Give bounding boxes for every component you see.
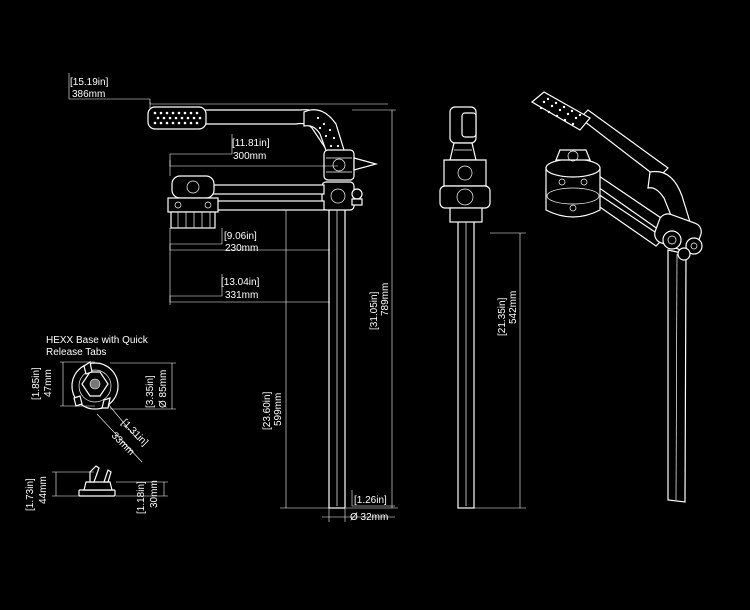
dim-base-diameter-in: [3.35in] (145, 375, 156, 408)
side-view (439, 106, 491, 509)
handle-grip (147, 106, 207, 130)
dim-base-diameter-mm: Ø 85mm (158, 370, 169, 408)
dim-span-in: [13.04in] (221, 277, 260, 288)
dim-overall-width-in: [15.19in] (70, 77, 109, 88)
dim-base-height-mm: 47mm (43, 369, 54, 397)
dim-total-height-in: [31.05in] (369, 291, 380, 330)
dim-pole-diameter-in: [1.26in] (354, 495, 387, 506)
dim-base3-height-mm: 30mm (149, 480, 160, 508)
dim-base-height-in: [1.85in] (31, 367, 42, 400)
dim-pole-height-mm: 599mm (273, 393, 284, 426)
base-head (167, 175, 219, 229)
dim-total-height-mm: 789mm (380, 283, 391, 316)
dim-reach-in: [9.06in] (224, 231, 257, 242)
dim-overall-width-mm: 386mm (72, 89, 105, 100)
dim-side-height-in: [21.35in] (497, 297, 508, 336)
caption-line2: Release Tabs (46, 347, 106, 358)
side-dimensions (474, 232, 526, 509)
dim-reach-mm: 230mm (225, 243, 258, 254)
dim-pole-diameter-mm: Ø 32mm (350, 512, 388, 523)
iso-base-head (545, 149, 601, 218)
dim-base2-height-in: [1.73in] (25, 478, 36, 511)
hexx-base-top (71, 361, 119, 410)
hexx-base-side-2 (116, 481, 168, 497)
dim-span-mm: 331mm (225, 290, 258, 301)
dim-base3-height-in: [1.18in] (136, 481, 147, 514)
caption-line1: HEXX Base with Quick (46, 335, 149, 346)
dim-pole-height-in: [23.60in] (262, 391, 273, 430)
hexx-base-side-1 (52, 465, 116, 497)
front-dimensions (68, 73, 398, 522)
dim-arm-in: [11.81in] (232, 138, 270, 149)
hexx-base-dims (60, 361, 176, 463)
dim-arm-mm: 300mm (233, 151, 266, 162)
labels: HEXX Base with Quick Release Tabs [15.19… (25, 77, 519, 523)
front-view (147, 106, 379, 509)
isometric-view (530, 91, 703, 503)
dim-base2-height-mm: 44mm (38, 476, 49, 504)
dim-side-height-mm: 542mm (508, 291, 519, 324)
iso-grip (530, 91, 591, 131)
